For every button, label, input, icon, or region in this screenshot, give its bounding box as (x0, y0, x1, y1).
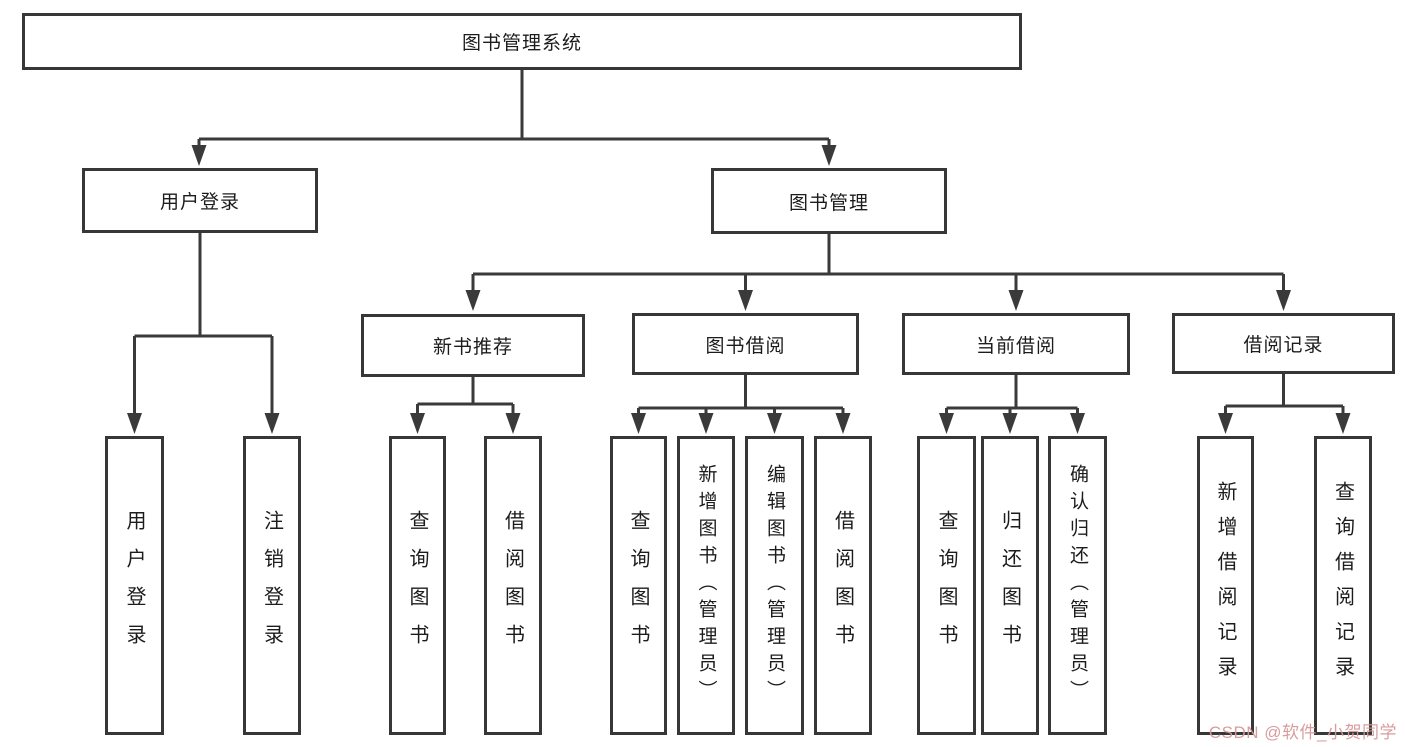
node-new-book-recommend: 新书推荐 (361, 314, 585, 377)
leaf-edit-book-admin: 编辑图书（管理员） (745, 436, 804, 735)
node-root: 图书管理系统 (22, 13, 1022, 70)
csdn-watermark: CSDN @软件_小贺同学 (1208, 723, 1397, 742)
leaf-borrow-books-label: 借阅图书 (831, 509, 854, 662)
leaf-borrow-books: 借阅图书 (814, 436, 872, 735)
leaf-logout-label: 注销登录 (260, 509, 283, 662)
leaf-query-books-current-label: 查询图书 (935, 509, 957, 662)
node-borrow-record: 借阅记录 (1172, 313, 1395, 374)
leaf-add-book-admin-label: 新增图书（管理员） (695, 464, 717, 707)
node-book-management: 图书管理 (711, 168, 947, 234)
node-current-borrow-label: 当前借阅 (975, 335, 1056, 357)
leaf-query-books-recommend: 查询图书 (389, 436, 446, 735)
leaf-user-login: 用户登录 (105, 436, 164, 735)
leaf-query-books-borrow: 查询图书 (610, 436, 667, 735)
node-book-borrow-label: 图书借阅 (705, 335, 786, 357)
node-user-login: 用户登录 (82, 168, 318, 233)
node-book-borrow: 图书借阅 (632, 313, 859, 375)
leaf-query-books-borrow-label: 查询图书 (627, 509, 649, 662)
leaf-query-borrow-record-label: 查询借阅记录 (1331, 480, 1354, 691)
leaf-query-borrow-record: 查询借阅记录 (1314, 436, 1372, 735)
arrowheads (127, 145, 1351, 434)
leaf-logout: 注销登录 (243, 436, 301, 735)
leaf-add-borrow-record-label: 新增借阅记录 (1214, 480, 1236, 691)
leaf-borrow-books-recommend: 借阅图书 (484, 436, 542, 735)
leaf-return-book: 归还图书 (981, 436, 1039, 735)
leaf-query-books-current: 查询图书 (917, 436, 976, 735)
leaf-confirm-return-admin-label: 确认归还（管理员） (1067, 464, 1088, 707)
node-root-label: 图书管理系统 (461, 33, 582, 54)
node-new-book-recommend-label: 新书推荐 (432, 337, 513, 358)
leaf-confirm-return-admin: 确认归还（管理员） (1048, 436, 1107, 735)
leaf-user-login-label: 用户登录 (123, 509, 145, 662)
node-user-login-label: 用户登录 (159, 192, 240, 213)
leaf-add-book-admin: 新增图书（管理员） (677, 436, 735, 735)
node-book-management-label: 图书管理 (788, 192, 869, 214)
node-current-borrow: 当前借阅 (902, 313, 1130, 375)
node-borrow-record-label: 借阅记录 (1243, 335, 1324, 356)
leaf-edit-book-admin-label: 编辑图书（管理员） (764, 464, 785, 707)
leaf-query-books-recommend-label: 查询图书 (406, 509, 428, 662)
leaf-return-book-label: 归还图书 (998, 509, 1021, 662)
leaf-add-borrow-record: 新增借阅记录 (1197, 436, 1254, 735)
leaf-borrow-books-recommend-label: 借阅图书 (501, 509, 524, 662)
